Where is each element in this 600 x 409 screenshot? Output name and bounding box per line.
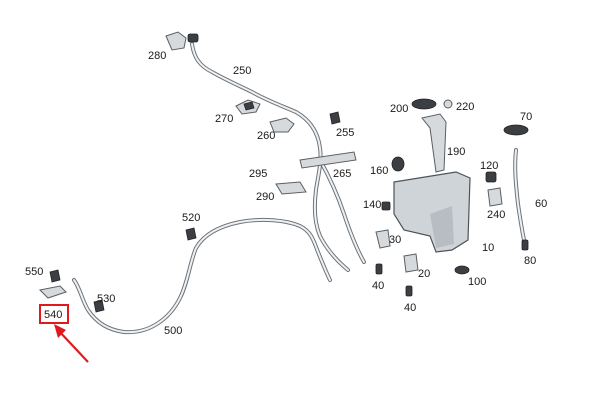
label-260: 260 <box>257 130 275 142</box>
label-40-a: 40 <box>372 280 384 292</box>
label-120: 120 <box>480 160 498 172</box>
part-265-bracket <box>299 151 357 169</box>
part-30-pump <box>375 229 391 249</box>
upper-washer-hose <box>190 42 366 272</box>
part-240-bracket <box>487 187 503 207</box>
label-40-b: 40 <box>404 302 416 314</box>
label-520: 520 <box>182 212 200 224</box>
rear-washer-hose <box>513 148 526 242</box>
part-290-bracket <box>275 181 307 195</box>
part-140-screw <box>381 201 391 211</box>
part-520-clip <box>185 227 197 241</box>
part-190-filler-neck <box>421 113 447 173</box>
label-200: 200 <box>390 103 408 115</box>
label-160: 160 <box>370 165 388 177</box>
part-20-pump <box>403 253 419 273</box>
highlight-arrow-head <box>54 324 66 338</box>
label-70: 70 <box>520 111 532 123</box>
label-10: 10 <box>482 242 494 254</box>
label-500: 500 <box>164 325 182 337</box>
part-10-washer-reservoir <box>393 171 471 253</box>
part-number-labels: 280 250 270 260 255 295 265 290 520 200 … <box>25 50 547 337</box>
part-530-clip <box>93 299 105 313</box>
part-540-connector <box>38 285 67 299</box>
label-550: 550 <box>25 266 43 278</box>
label-265: 265 <box>333 168 351 180</box>
part-270-holder <box>235 99 261 115</box>
label-250: 250 <box>233 65 251 77</box>
part-160-grommet <box>391 156 405 172</box>
part-280-clip <box>165 31 199 51</box>
label-60: 60 <box>535 198 547 210</box>
label-190: 190 <box>447 146 465 158</box>
label-540: 540 <box>44 309 62 321</box>
label-30: 30 <box>389 234 401 246</box>
highlight-box <box>39 304 69 324</box>
part-100-grommet <box>454 265 470 275</box>
label-140: 140 <box>363 199 381 211</box>
lower-washer-hose <box>72 217 332 335</box>
part-40-plug-a <box>375 263 383 275</box>
label-270: 270 <box>215 113 233 125</box>
part-255-clip <box>329 111 341 125</box>
part-220-seal <box>443 99 453 109</box>
label-255: 255 <box>336 127 354 139</box>
label-220: 220 <box>456 101 474 113</box>
highlight-arrow <box>57 329 89 363</box>
part-550-clip <box>49 269 61 283</box>
label-530: 530 <box>97 293 115 305</box>
part-70-cap <box>503 124 529 136</box>
highlight-540: 540 <box>39 304 89 363</box>
label-280: 280 <box>148 50 166 62</box>
part-120-sensor <box>485 171 497 183</box>
label-290: 290 <box>256 191 274 203</box>
part-80-plug <box>521 239 529 251</box>
part-260-holder <box>269 117 295 133</box>
label-100: 100 <box>468 276 486 288</box>
label-20: 20 <box>418 268 430 280</box>
label-240: 240 <box>487 209 505 221</box>
part-40-plug-b <box>405 285 413 297</box>
part-200-cap <box>411 98 437 110</box>
label-295: 295 <box>249 168 267 180</box>
label-80: 80 <box>524 255 536 267</box>
